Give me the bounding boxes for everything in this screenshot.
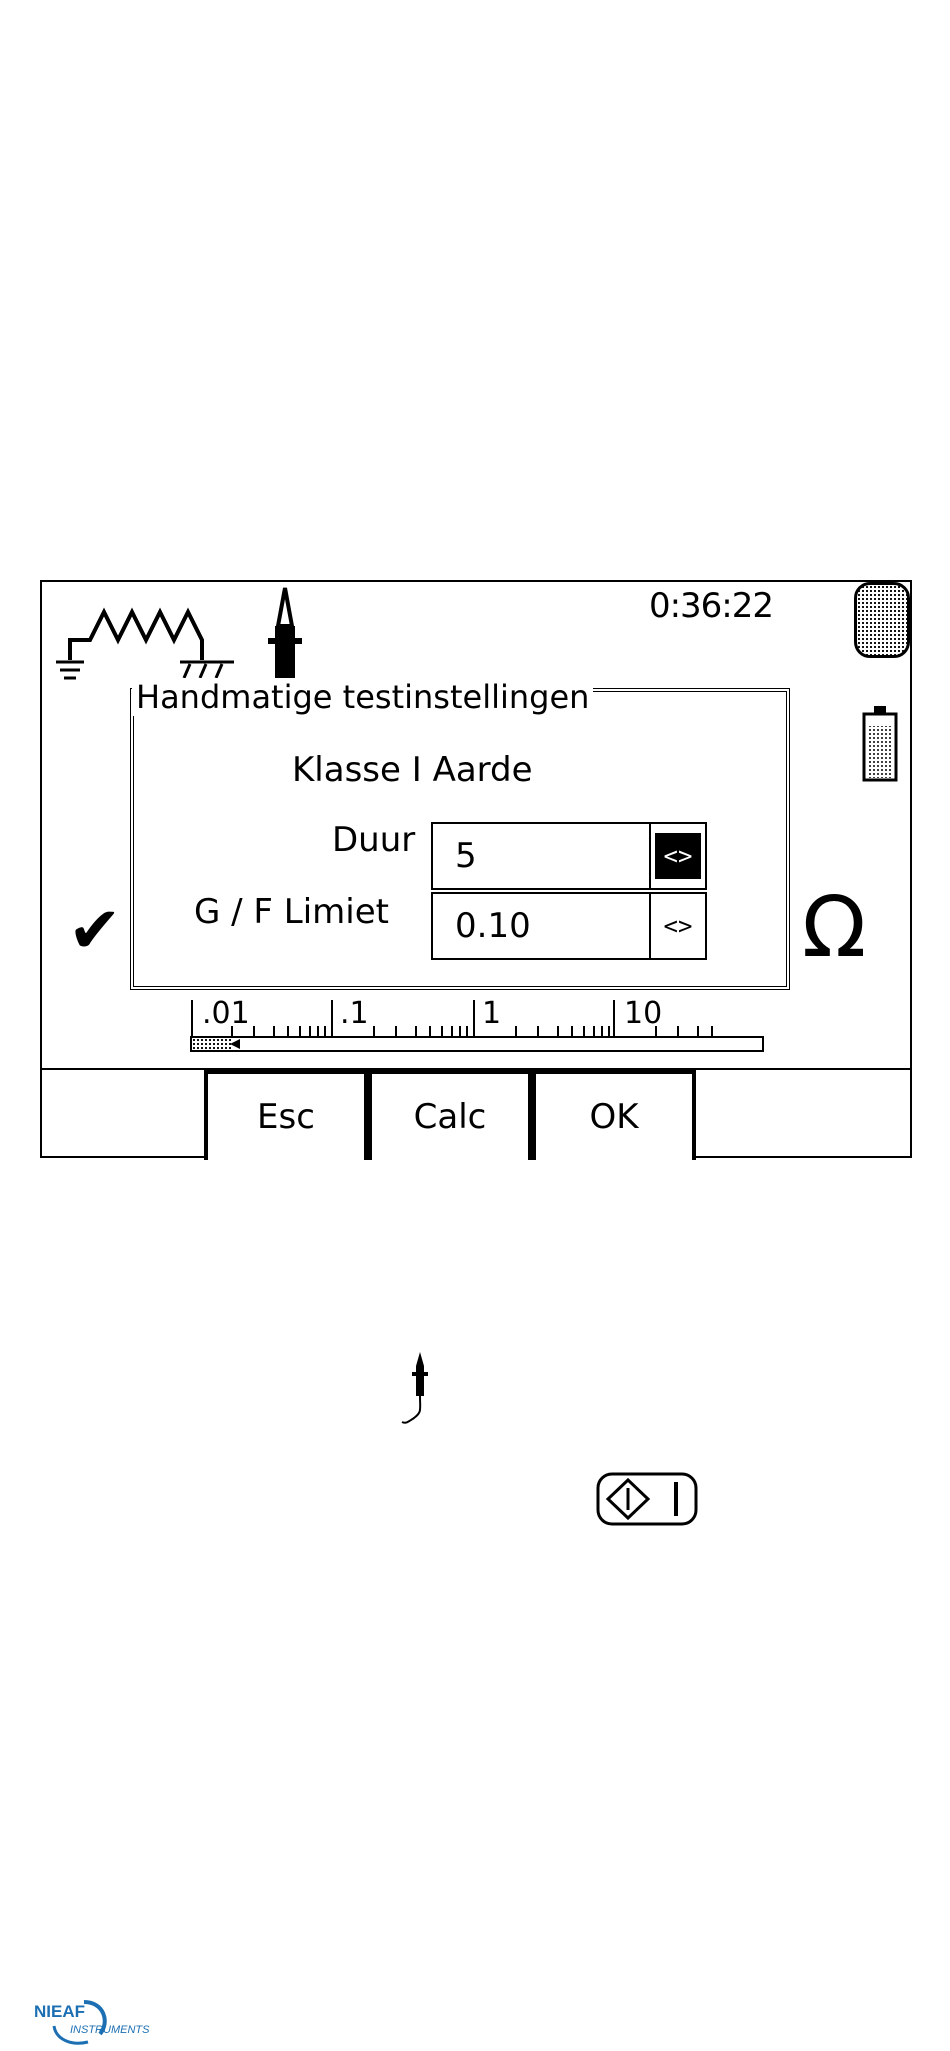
pass-check-mark: ✔ bbox=[68, 894, 122, 968]
scale-label-10: 10 bbox=[624, 996, 662, 1031]
logo-name: NIEAF bbox=[34, 2002, 85, 2022]
limit-label: G / F Limiet bbox=[194, 892, 389, 932]
ok-button[interactable]: OK bbox=[532, 1070, 696, 1160]
dialog-title: Handmatige testinstellingen bbox=[132, 678, 593, 716]
esc-button[interactable]: Esc bbox=[204, 1070, 368, 1160]
lead-probe-icon bbox=[400, 1350, 434, 1430]
status-indicator-box bbox=[854, 582, 910, 658]
log-scale-ticks bbox=[182, 992, 772, 1038]
left-right-arrows-icon: <> bbox=[655, 833, 701, 879]
limit-field[interactable]: 0.10 <> bbox=[431, 892, 707, 960]
scale-label-001: .01 bbox=[202, 996, 250, 1031]
instrument-screen: 0:36:22 ✔ Ω Handmatige testinstellingen … bbox=[40, 580, 912, 1158]
test-class-label: Klasse I Aarde bbox=[292, 750, 533, 790]
duration-adjust-button[interactable]: <> bbox=[649, 824, 705, 888]
scale-bar bbox=[190, 1036, 764, 1052]
duration-value: 5 bbox=[455, 836, 477, 876]
left-right-arrows-icon: <> bbox=[664, 912, 693, 940]
probe-icon bbox=[260, 586, 310, 682]
unit-symbol: Ω bbox=[802, 878, 866, 976]
scale-pointer-icon bbox=[228, 1037, 242, 1051]
logo-subtitle: INSTRUMENTS bbox=[70, 2024, 149, 2036]
scale-label-1: 1 bbox=[482, 996, 501, 1031]
test-button-icon bbox=[596, 1472, 700, 1528]
limit-value: 0.10 bbox=[455, 906, 531, 946]
battery-icon bbox=[860, 704, 900, 784]
calc-button[interactable]: Calc bbox=[368, 1070, 532, 1160]
scale-label-01: .1 bbox=[340, 996, 369, 1031]
duration-field[interactable]: 5 <> bbox=[431, 822, 707, 890]
limit-adjust-button[interactable]: <> bbox=[649, 894, 705, 958]
clock: 0:36:22 bbox=[626, 586, 796, 626]
duration-label: Duur bbox=[332, 820, 415, 860]
scale-bar-fill bbox=[192, 1038, 232, 1050]
